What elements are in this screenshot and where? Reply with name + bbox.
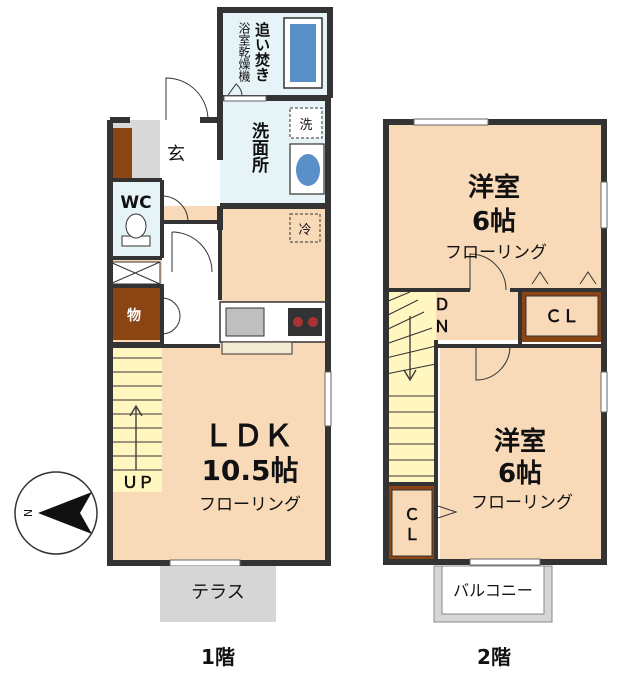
floor-2: 洋室 6帖 フローリング 洋室 6帖 フローリング ＣＬ Ｃ Ｌ Ｄ Ｎ バルコ…	[383, 118, 608, 669]
storage-label: 物	[127, 307, 141, 324]
room2-size: 6帖	[498, 459, 542, 489]
bath-label-line1: 追い焚き	[253, 21, 271, 82]
stairs-up-arrow	[129, 404, 143, 470]
terrace-label: テラス	[191, 582, 245, 603]
hall-strip	[162, 222, 220, 346]
washroom-label: 洗面所	[248, 121, 269, 174]
room1-name: 洋室	[468, 172, 520, 203]
stairs-down-arrow	[403, 316, 417, 382]
entrance-hall	[160, 120, 220, 180]
bath-label-line2: 浴室乾燥機	[237, 22, 251, 82]
stair-treads-2f	[385, 291, 437, 477]
fridge-mark: 冷	[298, 223, 311, 238]
compass-arrow-icon	[38, 492, 92, 534]
stairs-dn-label-b: Ｎ	[434, 317, 450, 336]
closet-2f-1-inner	[525, 295, 599, 337]
bathtub-water	[290, 24, 316, 82]
room2-name: 洋室	[494, 426, 546, 457]
windows-2f	[413, 118, 608, 566]
room-2f-lower	[440, 346, 604, 562]
washer-mark: 洗	[299, 118, 312, 133]
stairs-dn-label-a: Ｄ	[434, 295, 450, 314]
sink	[225, 307, 265, 337]
entrance-label: 玄	[167, 144, 185, 165]
room1-size: 6帖	[472, 207, 516, 237]
stairs-up-label: ＵＰ	[122, 473, 154, 492]
doors-2f	[437, 253, 597, 519]
compass-letter: N	[21, 509, 34, 517]
closet2-label-a: Ｃ	[404, 505, 420, 524]
ldk-size: 10.5帖	[201, 454, 298, 487]
interior-walls-2f	[386, 288, 604, 562]
hall-2f	[436, 290, 520, 340]
toilet	[121, 213, 151, 247]
storage-closet	[110, 288, 160, 340]
fridge-space	[289, 213, 321, 243]
ldk-floor: フローリング	[199, 495, 301, 515]
doors-1f	[161, 77, 243, 335]
floor1-caption: 1階	[201, 645, 235, 669]
stairs-2f	[386, 290, 436, 484]
washer-space	[289, 107, 323, 139]
closet2-label-b: Ｌ	[404, 525, 420, 544]
compass: N	[14, 471, 98, 555]
ldk-name: ＬＤＫ	[203, 419, 293, 454]
floor2-caption: 2階	[477, 645, 511, 669]
balcony-label: バルコニー	[453, 581, 533, 600]
interior-walls-1f	[110, 178, 222, 348]
kitchen-board	[221, 341, 293, 355]
floor-1: 玄 WC 物 追い焚き 浴室乾燥機 洗面所 洗 冷 ＬＤＫ 10.5帖 フローリ…	[107, 7, 333, 669]
bath-label: 追い焚き 浴室乾燥機	[237, 21, 271, 82]
closet1-label: ＣＬ	[545, 307, 579, 327]
room-2f-upper	[386, 122, 604, 290]
room2-floor: フローリング	[471, 493, 573, 513]
entrance-storage	[110, 128, 132, 180]
wc-label: WC	[120, 193, 151, 213]
room1-floor: フローリング	[445, 243, 547, 263]
closet-2f-2-inner	[391, 489, 433, 557]
terrace	[160, 566, 276, 622]
